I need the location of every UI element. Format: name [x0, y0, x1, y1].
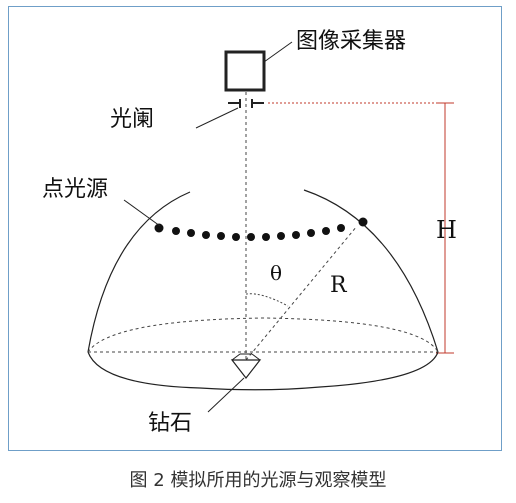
light-point	[307, 229, 315, 237]
hemisphere-bottom-curve	[87, 351, 439, 391]
light-point	[217, 232, 225, 240]
light-point	[187, 229, 195, 237]
figure-frame	[8, 6, 502, 451]
image-collector-box	[224, 50, 266, 92]
hemisphere-right-arc	[303, 189, 439, 353]
light-point	[232, 233, 240, 241]
light-source-label: 点光源	[42, 177, 108, 202]
light-point	[337, 224, 345, 232]
light-point	[292, 231, 300, 239]
figure-caption: 图 2 模拟所用的光源与观察模型	[129, 470, 387, 491]
hemisphere-left-arc	[87, 191, 191, 353]
aperture-leader	[195, 107, 239, 129]
diamond-crown-left	[231, 353, 241, 361]
light-point	[322, 227, 330, 235]
angle-arc	[245, 293, 289, 307]
image-collector-label: 图像采集器	[296, 29, 406, 54]
radius-label: R	[330, 273, 348, 298]
radius-line	[245, 225, 358, 361]
light-source-leader	[123, 199, 161, 227]
light-point	[277, 232, 285, 240]
light-point	[172, 227, 180, 235]
aperture-label: 光阑	[110, 107, 154, 132]
point-light-sources	[154, 217, 368, 241]
light-point	[262, 233, 270, 241]
diamond-shape	[230, 359, 262, 379]
base-ellipse-back	[87, 317, 439, 353]
light-observation-diagram: 图像采集器 光阑 H 点光源 θ R	[42, 29, 457, 436]
diamond-leader	[207, 377, 245, 413]
height-label: H	[436, 216, 457, 244]
light-point	[154, 223, 164, 233]
diamond-crown-right	[251, 353, 261, 361]
light-point	[247, 233, 255, 241]
angle-label: θ	[270, 261, 282, 285]
diamond-label: 钻石	[148, 411, 192, 436]
light-point	[358, 217, 368, 227]
light-point	[202, 231, 210, 239]
image-collector-leader	[263, 41, 293, 63]
